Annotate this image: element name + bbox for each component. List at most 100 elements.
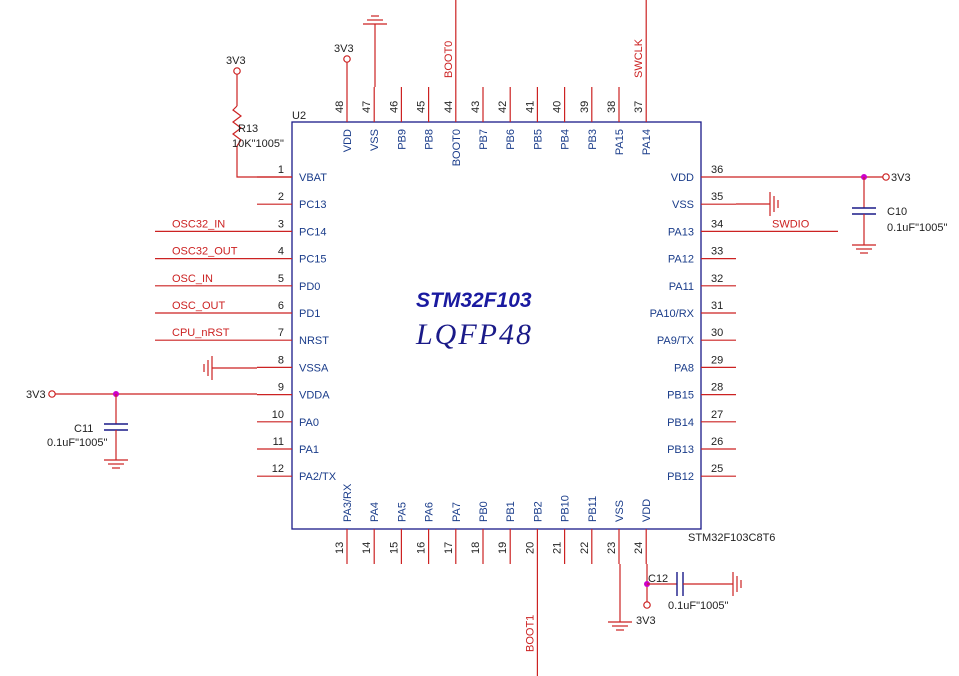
c11-ground-symbol <box>104 459 128 469</box>
pin-46-number: 46 <box>388 101 400 113</box>
pin-43-name: PB7 <box>478 129 490 150</box>
pin-41-number: 41 <box>524 101 536 113</box>
r13-value: 10K"1005" <box>232 138 284 150</box>
pin-34-name: PA13 <box>668 226 694 238</box>
pin-27-name: PB14 <box>667 417 694 429</box>
pin-45-name: PB8 <box>424 129 436 150</box>
pin-21-name: PB10 <box>560 495 572 522</box>
c12-ref: C12 <box>648 573 668 585</box>
pin-8-name: VSSA <box>299 362 329 374</box>
chip-title: STM32F103 <box>416 289 532 312</box>
net-osc32-in-label: OSC32_IN <box>172 218 225 230</box>
pin-27-number: 27 <box>711 409 723 421</box>
pin-7-name: NRST <box>299 335 329 347</box>
pin-28-number: 28 <box>711 382 723 394</box>
pin-12-name: PA2/TX <box>299 471 337 483</box>
pin-38-number: 38 <box>606 101 618 113</box>
pin-32-number: 32 <box>711 273 723 285</box>
pin-29-number: 29 <box>711 354 723 366</box>
chip-body <box>291 121 702 530</box>
pin-35-name: VSS <box>672 199 694 211</box>
net-osc-out-label: OSC_OUT <box>172 300 225 312</box>
pin-42-number: 42 <box>497 101 509 113</box>
c12-value: 0.1uF"1005" <box>668 600 729 612</box>
capacitor-c10 <box>852 207 876 215</box>
c11-ref: C11 <box>74 423 93 435</box>
pin-1-number: 1 <box>278 164 284 176</box>
pin-39-number: 39 <box>579 101 591 113</box>
pin-13-name: PA3/RX <box>342 483 354 522</box>
pin-40-number: 40 <box>552 101 564 113</box>
pin-7-number: 7 <box>278 327 284 339</box>
vss35-ground-symbol <box>769 192 779 216</box>
pin-29-name: PA8 <box>674 362 694 374</box>
pin-28-name: PB15 <box>667 390 694 402</box>
pin-6-number: 6 <box>278 300 284 312</box>
pin-44-number: 44 <box>443 101 455 113</box>
pin-4-name: PC15 <box>299 254 327 266</box>
pin-22-number: 22 <box>579 542 591 554</box>
chip-ref: U2 <box>292 110 306 122</box>
pin-6-name: PD1 <box>299 308 320 320</box>
chip-package: LQFP48 <box>415 318 533 351</box>
net-osc-in-label: OSC_IN <box>172 273 213 285</box>
pin-13-number: 13 <box>334 542 346 554</box>
pin-36-number: 36 <box>711 164 723 176</box>
pin-39-name: PB3 <box>587 129 599 150</box>
pin-33-name: PA12 <box>668 254 694 266</box>
capacitor-c12 <box>676 572 684 596</box>
pin-38-name: PA15 <box>614 129 626 155</box>
pin-20-name: PB2 <box>532 501 544 522</box>
pin-2-name: PC13 <box>299 199 327 211</box>
pin-47-name: VSS <box>369 129 381 151</box>
vss23-ground-symbol <box>608 621 632 631</box>
c10-ground-symbol <box>852 244 876 254</box>
pin-25-name: PB12 <box>667 471 694 483</box>
pin-21-number: 21 <box>552 542 564 554</box>
pin-47-number: 47 <box>361 101 373 113</box>
vdd36-power-label: 3V3 <box>891 172 911 184</box>
pin-24-number: 24 <box>633 542 645 554</box>
pin-18-name: PB0 <box>478 501 490 522</box>
c10-ref: C10 <box>887 206 907 218</box>
net-osc32-out-label: OSC32_OUT <box>172 246 238 258</box>
pin-15-number: 15 <box>388 542 400 554</box>
pin-11-number: 11 <box>273 436 284 448</box>
pin-45-number: 45 <box>416 101 428 113</box>
pin-48-name: VDD <box>342 129 354 152</box>
pin-16-name: PA6 <box>424 502 436 522</box>
pin-31-name: PA10/RX <box>650 308 695 320</box>
capacitor-c11 <box>104 423 128 431</box>
pin-48-number: 48 <box>334 101 346 113</box>
pin-36-name: VDD <box>671 172 694 184</box>
pin-20-number: 20 <box>524 542 536 554</box>
pin-42-name: PB6 <box>505 129 517 150</box>
vdd36-power-port <box>882 173 890 181</box>
pin-40-name: PB4 <box>560 129 572 150</box>
pin-10-name: PA0 <box>299 417 319 429</box>
pin-43-number: 43 <box>470 101 482 113</box>
pin-41-name: PB5 <box>532 129 544 150</box>
net-boot0-label: BOOT0 <box>443 41 455 78</box>
pin-9-name: VDDA <box>299 390 330 402</box>
pin-19-number: 19 <box>497 542 509 554</box>
pin-46-name: PB9 <box>396 129 408 150</box>
pin-24-name: VDD <box>641 499 653 522</box>
pin-44-name: BOOT0 <box>451 129 463 166</box>
pin-15-name: PA5 <box>396 502 408 522</box>
pin-23-number: 23 <box>606 542 618 554</box>
c12-ground-symbol <box>732 572 742 596</box>
pin-3-number: 3 <box>278 218 284 230</box>
r13-ref: R13 <box>238 123 258 135</box>
pin-33-number: 33 <box>711 246 723 258</box>
pin-4-number: 4 <box>278 246 284 258</box>
pin-10-number: 10 <box>272 409 284 421</box>
resistor-r13 <box>232 105 242 147</box>
pin-37-name: PA14 <box>641 129 653 155</box>
net-cpu-nrst-label: CPU_nRST <box>172 327 230 339</box>
vss47-ground-symbol <box>363 15 387 25</box>
pin-11-name: PA1 <box>299 444 319 456</box>
pin-8-number: 8 <box>278 354 284 366</box>
pin-30-name: PA9/TX <box>657 335 695 347</box>
pin-19-name: PB1 <box>505 501 517 522</box>
